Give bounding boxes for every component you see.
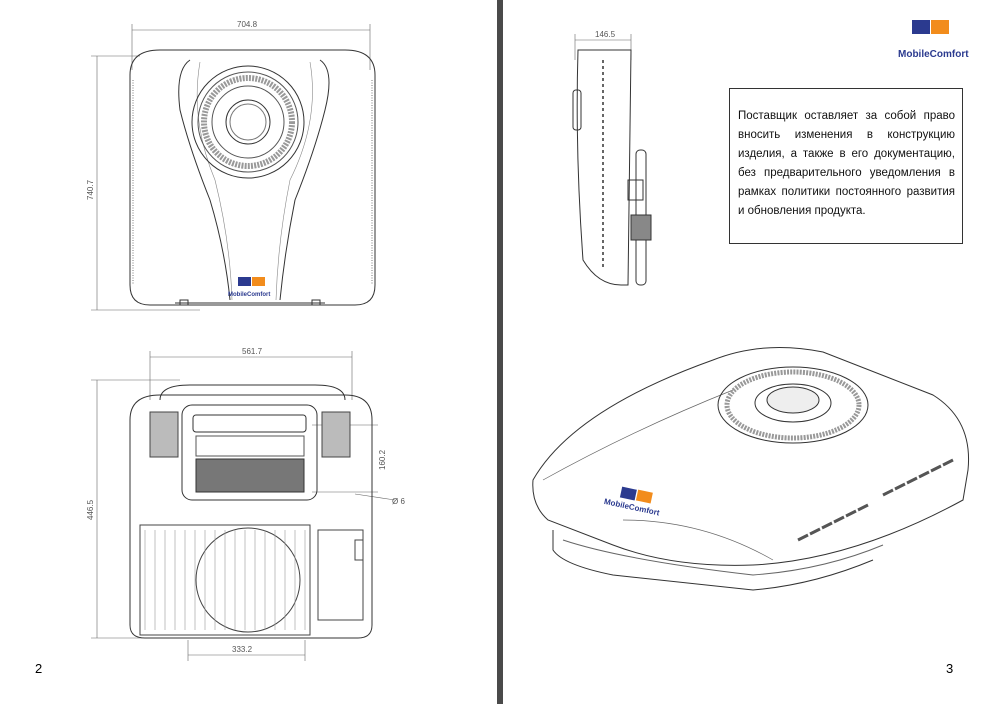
front-brand-logo: MobileComfort bbox=[228, 277, 270, 298]
bottom-height-dimension: 446.5 bbox=[86, 499, 95, 520]
bottom-width-dimension: 561.7 bbox=[242, 347, 263, 356]
front-height-dimension: 740.7 bbox=[86, 179, 95, 200]
brand-logo: MobileComfort bbox=[898, 20, 969, 60]
opening-dimension: 160.2 bbox=[378, 449, 387, 470]
technical-drawing-left: 704.8 740.7 MobileComfort bbox=[35, 20, 405, 676]
technical-drawing-right: MobileComfort 146.5 bbox=[532, 20, 970, 676]
front-width-dimension: 704.8 bbox=[237, 20, 258, 29]
side-view-unit bbox=[572, 49, 652, 286]
page-number-left: 2 bbox=[35, 661, 42, 676]
bottom-dimension-lines bbox=[91, 351, 396, 661]
page-number-right: 3 bbox=[946, 661, 953, 676]
isometric-view-unit bbox=[532, 347, 970, 591]
front-dimension-lines bbox=[91, 24, 371, 311]
document-page-right: MobileComfort 146.5 bbox=[503, 0, 1000, 704]
brand-logo-text: MobileComfort bbox=[898, 49, 969, 60]
front-view-unit bbox=[129, 49, 376, 306]
side-dimension: 146.5 bbox=[595, 30, 616, 39]
hole-dimension: Ø 6 bbox=[392, 497, 405, 506]
base-width-dimension: 333.2 bbox=[232, 645, 253, 654]
iso-logo-text: MobileComfort bbox=[603, 497, 660, 518]
front-logo-text: MobileComfort bbox=[228, 292, 270, 298]
disclaimer-notice: Поставщик оставляет за собой право вноси… bbox=[729, 88, 963, 244]
iso-brand-logo: MobileComfort bbox=[603, 486, 661, 518]
bottom-view-unit bbox=[129, 384, 373, 639]
disclaimer-text: Поставщик оставляет за собой право вноси… bbox=[738, 110, 955, 217]
document-page-left: 704.8 740.7 MobileComfort bbox=[0, 0, 497, 704]
